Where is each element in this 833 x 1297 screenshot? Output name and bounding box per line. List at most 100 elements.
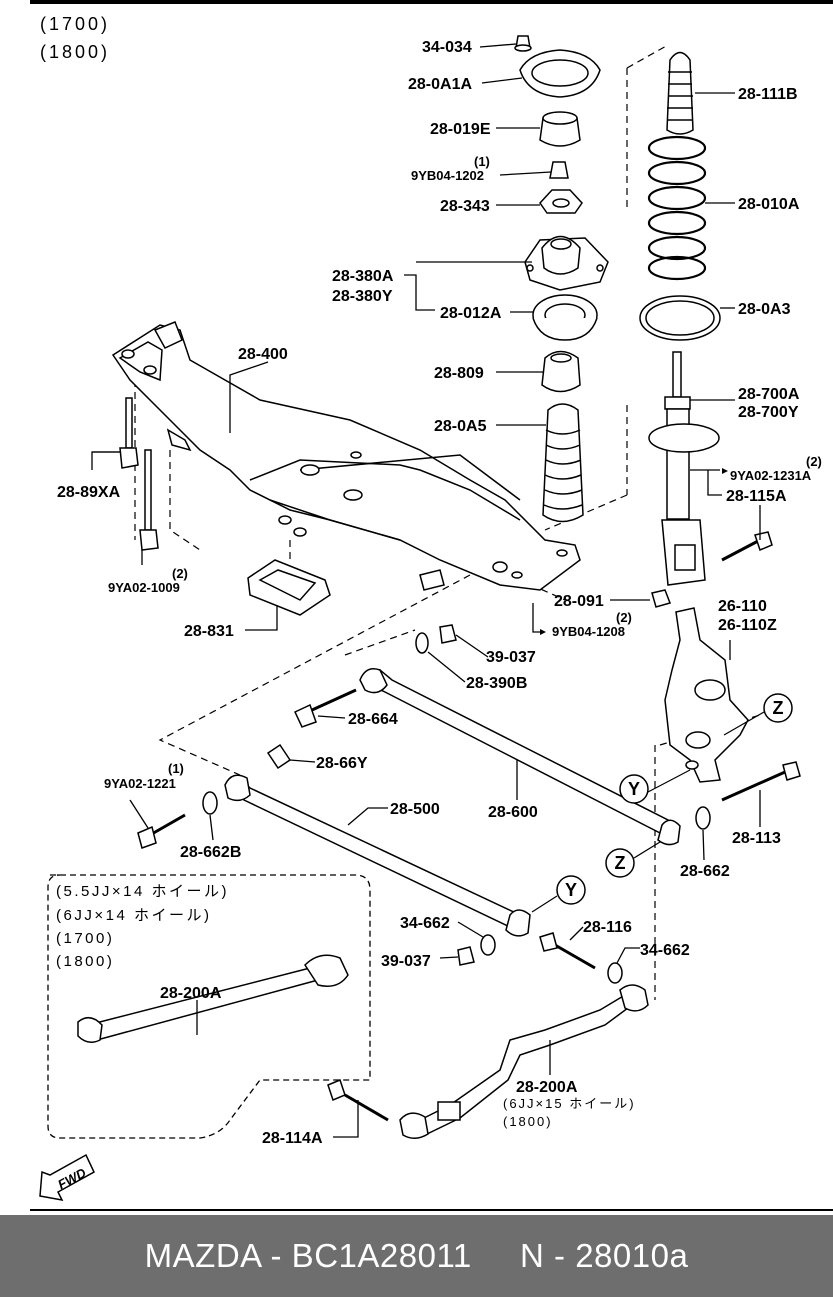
footer-bar: MAZDA - BC1A28011 N - 28010a xyxy=(0,1215,833,1297)
label-28-114A: 28-114A xyxy=(262,1130,323,1147)
bumper-28-111B xyxy=(666,51,694,135)
parts xyxy=(77,35,801,1139)
circle-leaders xyxy=(531,711,765,913)
note-6JJx15: (6JJ×15 ホイール) xyxy=(503,1096,636,1111)
dust-boot-28-0A5 xyxy=(542,403,584,523)
bump-stop-28-809 xyxy=(541,350,581,393)
circle-letter-z-mid: Z xyxy=(615,853,626,873)
arrow-markers xyxy=(540,468,728,635)
label-9YB04-1202: 9YB04-1202 xyxy=(411,168,484,183)
shock-absorber-28-700A xyxy=(648,351,720,586)
label-34-034: 34-034 xyxy=(422,39,472,56)
label-28-019E: 28-019E xyxy=(430,121,491,138)
link-28-500 xyxy=(224,774,531,937)
label-28-89XA: 28-89XA xyxy=(57,484,121,501)
leader-lines xyxy=(91,43,761,1138)
nut-39-037-upper xyxy=(439,624,457,644)
nut-28-091 xyxy=(651,589,671,608)
label-28-116: 28-116 xyxy=(583,919,632,936)
top-border xyxy=(30,0,833,4)
bolt-28-115A xyxy=(721,531,773,562)
rubber-block-28-019E xyxy=(539,111,581,147)
label-28-400: 28-400 xyxy=(238,346,288,363)
bolt-9YA02-1221 xyxy=(137,813,186,849)
circle-z-mid xyxy=(605,848,635,878)
washer-28-662 xyxy=(695,806,711,830)
mount-plate-28-0A1A xyxy=(519,49,601,98)
label-28-012A: 28-012A xyxy=(440,305,502,322)
label-28-600: 28-600 xyxy=(488,804,538,821)
label-34-662-left: 34-662 xyxy=(400,915,450,932)
label-qty-1a: (1) xyxy=(474,154,490,169)
spring-seat-28-012A xyxy=(532,294,598,341)
inset-note-6jj14: (6JJ×14 ホイール) xyxy=(56,907,211,924)
washer-28-390B xyxy=(415,632,429,654)
label-28-700A: 28-700A xyxy=(738,386,800,403)
nut-34-034 xyxy=(514,35,532,52)
sub-notes: (6JJ×15 ホイール) (1800) xyxy=(503,1096,636,1129)
washer-28-343 xyxy=(539,189,583,214)
circle-letters: Z Y Z Y xyxy=(565,698,784,900)
label-qty-2a: (2) xyxy=(806,454,822,469)
label-9YA02-1231A: 9YA02-1231A xyxy=(730,468,812,483)
label-28-390B: 28-390B xyxy=(466,675,527,692)
label-28-66Y: 28-66Y xyxy=(316,755,368,772)
washer-34-662-right xyxy=(607,962,623,984)
washer-34-662-left xyxy=(480,934,496,956)
washer-28-662B xyxy=(202,791,218,815)
header-note-1700: (1700) xyxy=(40,14,110,34)
nut-39-037-lower xyxy=(457,946,475,966)
label-9YB04-1208: 9YB04-1208 xyxy=(552,624,625,639)
knuckle-26-110 xyxy=(664,607,749,783)
circle-letter-z-top: Z xyxy=(773,698,784,718)
label-28-700Y: 28-700Y xyxy=(738,404,799,421)
label-28-113: 28-113 xyxy=(732,830,781,847)
label-9YA02-1221: 9YA02-1221 xyxy=(104,776,176,791)
label-28-500: 28-500 xyxy=(390,801,440,818)
label-39-037-upper: 39-037 xyxy=(486,649,536,666)
nut-9YB04-1202 xyxy=(549,161,569,179)
inset-note-1700: (1700) xyxy=(56,930,114,947)
footer-part-number: MAZDA - BC1A28011 N - 28010a xyxy=(144,1237,689,1274)
label-qty-2b: (2) xyxy=(172,566,188,581)
label-28-809: 28-809 xyxy=(434,365,484,382)
label-28-200A-inset: 28-200A xyxy=(160,985,222,1002)
label-28-0A1A: 28-0A1A xyxy=(408,76,472,93)
bolt-28-116 xyxy=(539,932,596,970)
label-26-110: 26-110 xyxy=(718,598,767,615)
trailing-link-inset xyxy=(77,954,349,1043)
label-28-662B: 28-662B xyxy=(180,844,241,861)
label-34-662-right: 34-662 xyxy=(640,942,690,959)
top-mount-28-380A xyxy=(524,235,609,291)
crossmember-28-400 xyxy=(111,321,581,591)
fwd-arrow-icon: FWD xyxy=(39,1153,95,1202)
diagram-canvas: (1700) (1800) xyxy=(30,0,833,1211)
seat-ring-28-0A3 xyxy=(639,295,721,341)
label-28-115A: 28-115A xyxy=(726,488,787,505)
label-28-0A5: 28-0A5 xyxy=(434,418,487,435)
circle-letter-y-low: Y xyxy=(565,880,577,900)
circle-z-top xyxy=(763,693,793,723)
label-qty-2c: (2) xyxy=(616,610,632,625)
trailing-link-28-200A xyxy=(399,984,649,1139)
callout-labels: 34-034 28-0A1A 28-111B 28-019E (1) 9YB04… xyxy=(57,39,822,1147)
circle-y-mid xyxy=(619,774,649,804)
bolt-9YA02-1009 xyxy=(139,449,159,551)
pad-28-831 xyxy=(247,559,331,616)
label-qty-1b: (1) xyxy=(168,761,184,776)
inset-border xyxy=(47,874,371,1139)
inset-notes: (5.5JJ×14 ホイール) (6JJ×14 ホイール) (1700) (18… xyxy=(56,883,226,970)
label-28-343: 28-343 xyxy=(440,198,490,215)
link-28-600 xyxy=(359,668,681,846)
label-28-111B: 28-111B xyxy=(738,86,798,103)
label-28-091: 28-091 xyxy=(554,593,604,610)
label-28-664: 28-664 xyxy=(348,711,398,728)
label-28-831: 28-831 xyxy=(184,623,234,640)
bolt-28-113 xyxy=(721,761,801,802)
bolt-28-664 xyxy=(294,688,357,728)
label-28-662: 28-662 xyxy=(680,863,730,880)
bolt-28-114A xyxy=(327,1078,389,1122)
clip-28-66Y xyxy=(266,743,292,770)
label-28-380Y: 28-380Y xyxy=(332,288,393,305)
coil-spring-28-010A xyxy=(647,135,707,281)
